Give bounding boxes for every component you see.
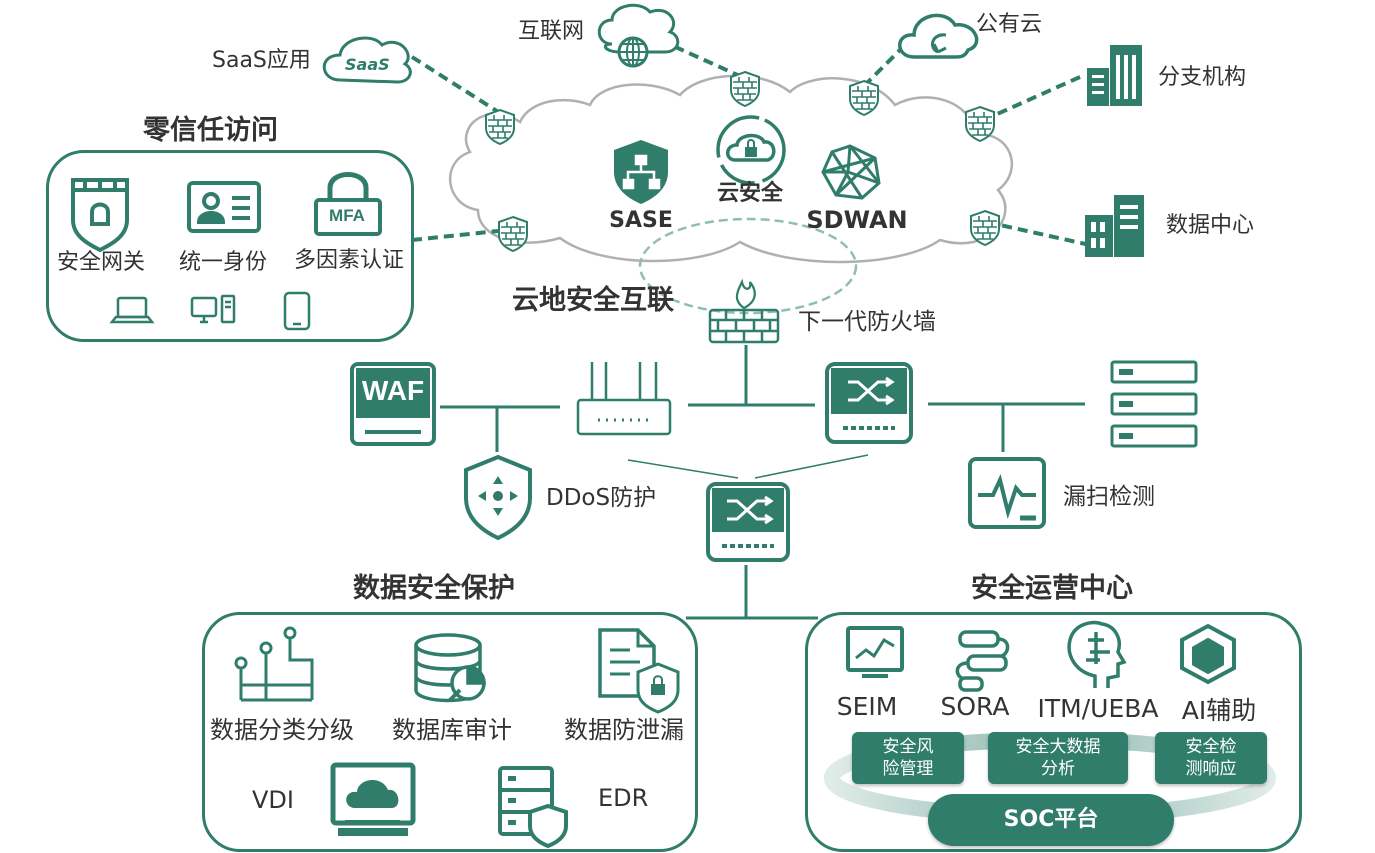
vuln-scan-label: 漏扫检测	[1063, 484, 1155, 510]
vdi-label: VDI	[252, 786, 294, 814]
edr-server-icon	[498, 766, 568, 849]
zero-trust-item-identity: 统一身份	[178, 250, 268, 275]
server-stack-icon	[1110, 360, 1198, 448]
cloud-security-label: 云安全	[716, 181, 784, 206]
sase-icon	[614, 140, 668, 204]
cloud-ground-ellipse	[638, 217, 858, 315]
ai-head-icon	[1067, 620, 1127, 688]
sdwan-label: SDWAN	[806, 206, 908, 234]
vdi-monitor-icon	[330, 762, 416, 836]
access-switch-icon	[706, 482, 790, 562]
mfa-text: MFA	[329, 206, 365, 225]
soc-item-sora: SORA	[940, 692, 1010, 721]
soc-pill-risk-line2: 险管理	[882, 759, 934, 779]
waf-label: WAF	[361, 375, 425, 406]
branch-building-icon	[1087, 45, 1142, 106]
soc-platform-pill: SOC平台	[928, 794, 1174, 846]
waf-icon	[350, 362, 436, 446]
soc-item-ueba: ITM/UEBA	[1037, 694, 1159, 723]
soc-pill-bigdata-line1: 安全大数据	[1015, 737, 1101, 757]
router-icon	[576, 362, 672, 436]
ddos-shield-icon	[464, 454, 532, 541]
secure-gateway-icon	[71, 178, 129, 253]
sora-flow-icon	[955, 630, 1010, 692]
datacenter-label: 数据中心	[1166, 213, 1255, 238]
zero-trust-item-mfa: 多因素认证	[293, 248, 405, 273]
cloud-security-icon	[716, 115, 786, 185]
ngfw-label: 下一代防火墙	[798, 309, 936, 335]
public-cloud-label: 公有云	[976, 12, 1043, 37]
vuln-scan-icon	[968, 457, 1046, 529]
zero-trust-panel	[46, 150, 414, 342]
core-switch-icon	[825, 362, 913, 444]
desktop-icon	[190, 294, 236, 324]
cloud-outline	[448, 74, 1014, 264]
internet-label: 互联网	[518, 19, 585, 44]
zero-trust-item-gateway: 安全网关	[56, 250, 146, 275]
soc-item-ai: AI辅助	[1181, 696, 1257, 725]
database-audit-icon	[414, 633, 486, 703]
laptop-icon	[109, 296, 155, 324]
soc-pill-risk: 安全风 险管理	[852, 732, 964, 784]
ai-cube-icon	[1180, 623, 1236, 685]
branch-label: 分支机构	[1158, 65, 1247, 90]
soc-title: 安全运营中心	[971, 573, 1133, 604]
data-security-title: 数据安全保护	[353, 573, 515, 604]
cloud-ground-title: 云地安全互联	[512, 285, 674, 316]
seim-monitor-icon	[846, 626, 904, 678]
ddos-label: DDoS防护	[546, 485, 657, 511]
saas-badge-text: SaaS	[345, 55, 390, 74]
mfa-lock-icon	[314, 172, 382, 236]
data-leak-prevention-icon	[598, 628, 680, 714]
zero-trust-title: 零信任访问	[143, 115, 278, 146]
internet-cloud-icon	[597, 3, 680, 54]
sase-label: SASE	[609, 208, 673, 233]
edr-label: EDR	[598, 784, 649, 812]
saas-cloud-icon	[322, 36, 412, 84]
sdwan-icon	[821, 144, 881, 200]
soc-item-seim: SEIM	[836, 692, 898, 721]
soc-pill-detect: 安全检 测响应	[1155, 732, 1267, 784]
data-item-db-audit: 数据库审计	[392, 716, 512, 744]
soc-pill-detect-line2: 测响应	[1185, 759, 1237, 779]
data-classification-icon	[234, 626, 314, 702]
ngfw-icon	[708, 278, 780, 344]
id-card-icon	[187, 181, 261, 233]
data-item-dlp: 数据防泄漏	[564, 716, 684, 744]
data-security-panel	[202, 612, 698, 852]
soc-pill-bigdata-line2: 分析	[1041, 759, 1075, 779]
soc-pill-bigdata: 安全大数据 分析	[988, 732, 1128, 784]
data-item-classification: 数据分类分级	[210, 716, 354, 744]
soc-panel	[805, 612, 1302, 852]
soc-pill-detect-line1: 安全检	[1185, 737, 1237, 757]
saas-app-label: SaaS应用	[212, 48, 311, 73]
datacenter-building-icon	[1085, 195, 1144, 257]
mobile-icon	[283, 291, 311, 331]
soc-pill-risk-line1: 安全风	[882, 737, 934, 757]
